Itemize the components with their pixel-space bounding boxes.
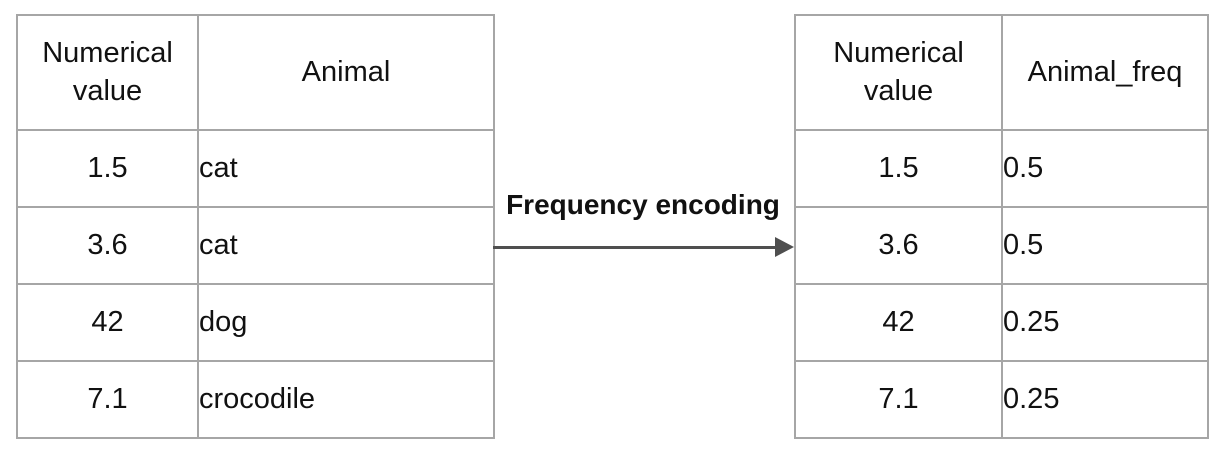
table-cell: 7.1 (794, 360, 1003, 439)
table-cell: 0.5 (1001, 129, 1209, 208)
table-cell: 1.5 (794, 129, 1003, 208)
table-cell: 1.5 (16, 129, 199, 208)
table-row: 1.5 0.5 (794, 129, 1209, 208)
table-cell: 3.6 (794, 206, 1003, 285)
table-cell: cat (197, 206, 495, 285)
arrow-line (493, 246, 776, 249)
table-cell: 42 (794, 283, 1003, 362)
header-cell-numerical-value: Numerical value (794, 14, 1003, 131)
table-header-row: Numerical value Animal_freq (794, 14, 1209, 131)
right-table: Numerical value Animal_freq 1.5 0.5 3.6 … (794, 14, 1209, 439)
table-cell: 7.1 (16, 360, 199, 439)
header-label: Animal_freq (1027, 55, 1183, 88)
table-cell: 0.5 (1001, 206, 1209, 285)
header-cell-numerical-value: Numerical value (16, 14, 199, 131)
left-table: Numerical value Animal 1.5 cat 3.6 cat 4… (16, 14, 495, 439)
arrow-label: Frequency encoding (506, 189, 780, 220)
header-label: Numerical value (42, 36, 173, 107)
header-cell-animal-freq: Animal_freq (1001, 14, 1209, 131)
table-cell: 3.6 (16, 206, 199, 285)
table-cell: 42 (16, 283, 199, 362)
table-cell: 0.25 (1001, 360, 1209, 439)
header-cell-animal: Animal (197, 14, 495, 131)
table-row: 3.6 0.5 (794, 206, 1209, 285)
header-label: Numerical value (833, 36, 964, 107)
header-label: Animal (301, 55, 391, 88)
table-row: 42 dog (16, 283, 495, 362)
table-row: 7.1 crocodile (16, 360, 495, 439)
table-row: 7.1 0.25 (794, 360, 1209, 439)
table-cell: cat (197, 129, 495, 208)
table-cell: 0.25 (1001, 283, 1209, 362)
table-row: 1.5 cat (16, 129, 495, 208)
arrow-head-icon (775, 237, 794, 257)
table-cell: dog (197, 283, 495, 362)
table-header-row: Numerical value Animal (16, 14, 495, 131)
table-cell: crocodile (197, 360, 495, 439)
table-row: 42 0.25 (794, 283, 1209, 362)
table-row: 3.6 cat (16, 206, 495, 285)
